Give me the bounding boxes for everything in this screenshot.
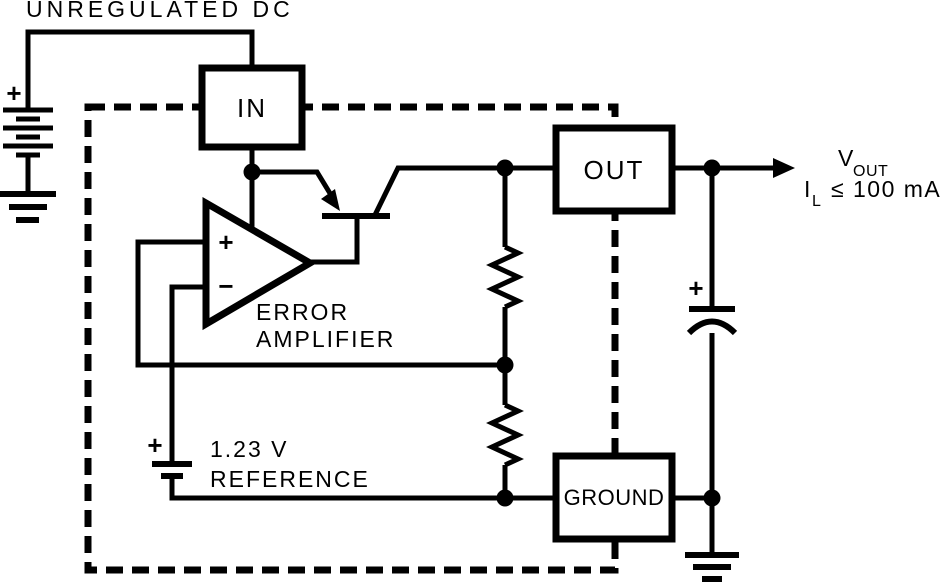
transistor-emitter-arrow-icon xyxy=(321,189,340,211)
reference-plus-sign: + xyxy=(147,430,162,460)
reference-voltage-label: 1.23 V xyxy=(210,436,289,462)
output-annotation: V OUT I L ≤ 100 mA xyxy=(804,145,941,210)
error-amplifier-label-line2: AMPLIFIER xyxy=(256,326,395,352)
pass-transistor xyxy=(321,189,390,219)
vout-symbol: V xyxy=(838,145,855,171)
il-subscript: L xyxy=(812,193,821,210)
wire-transistor-collector-to-out xyxy=(371,165,560,219)
junction-dots xyxy=(243,159,721,507)
junction-dot-ground-rail xyxy=(496,489,514,507)
vout-subscript: OUT xyxy=(853,163,888,180)
out-pin-label: OUT xyxy=(584,155,645,185)
input-ground-symbol xyxy=(0,191,56,223)
battery-plus-sign: + xyxy=(6,78,21,108)
junction-dot-output-node xyxy=(703,159,721,177)
in-pin-label: IN xyxy=(237,93,267,123)
ic-boundary-dashed-box xyxy=(84,103,619,574)
input-battery-symbol xyxy=(3,107,53,194)
output-capacitor-symbol xyxy=(686,306,738,336)
wire-reference-to-inverting-input xyxy=(169,284,206,461)
wire-transistor-emitter xyxy=(252,169,334,197)
junction-dot-output-ground xyxy=(703,489,721,507)
il-limit-text: ≤ 100 mA xyxy=(831,176,941,202)
junction-dot-in-node xyxy=(243,163,261,181)
wire-amplifier-output-to-base xyxy=(310,218,360,265)
wire-feedback-to-noninverting-input xyxy=(135,239,505,368)
junction-dot-out-rail xyxy=(496,159,514,177)
wire-reference-to-ground-rail xyxy=(169,477,560,501)
error-amplifier-triangle xyxy=(202,196,317,331)
il-symbol: I xyxy=(804,176,812,202)
resistor-bottom-zigzag xyxy=(486,402,524,468)
junction-dot-feedback-node xyxy=(496,356,514,374)
reference-battery-symbol xyxy=(152,461,192,479)
out-pin-block xyxy=(552,124,676,215)
resistor-top-zigzag xyxy=(486,244,524,310)
reference-name-label: REFERENCE xyxy=(210,466,370,492)
error-amplifier-label-line1: ERROR xyxy=(256,299,349,325)
capacitor-plus-sign: + xyxy=(688,273,703,303)
output-ground-symbol xyxy=(685,552,739,582)
ground-pin-label: GROUND xyxy=(564,485,665,510)
unregulated-dc-label: UNREGULATED DC xyxy=(26,0,294,22)
ground-pin-block xyxy=(552,452,676,543)
amplifier-noninverting-label: + xyxy=(218,227,233,257)
output-arrow-icon xyxy=(773,158,795,178)
amplifier-inverting-label: − xyxy=(218,271,233,301)
in-pin-block xyxy=(198,64,306,151)
wire-battery-to-in xyxy=(25,29,255,112)
